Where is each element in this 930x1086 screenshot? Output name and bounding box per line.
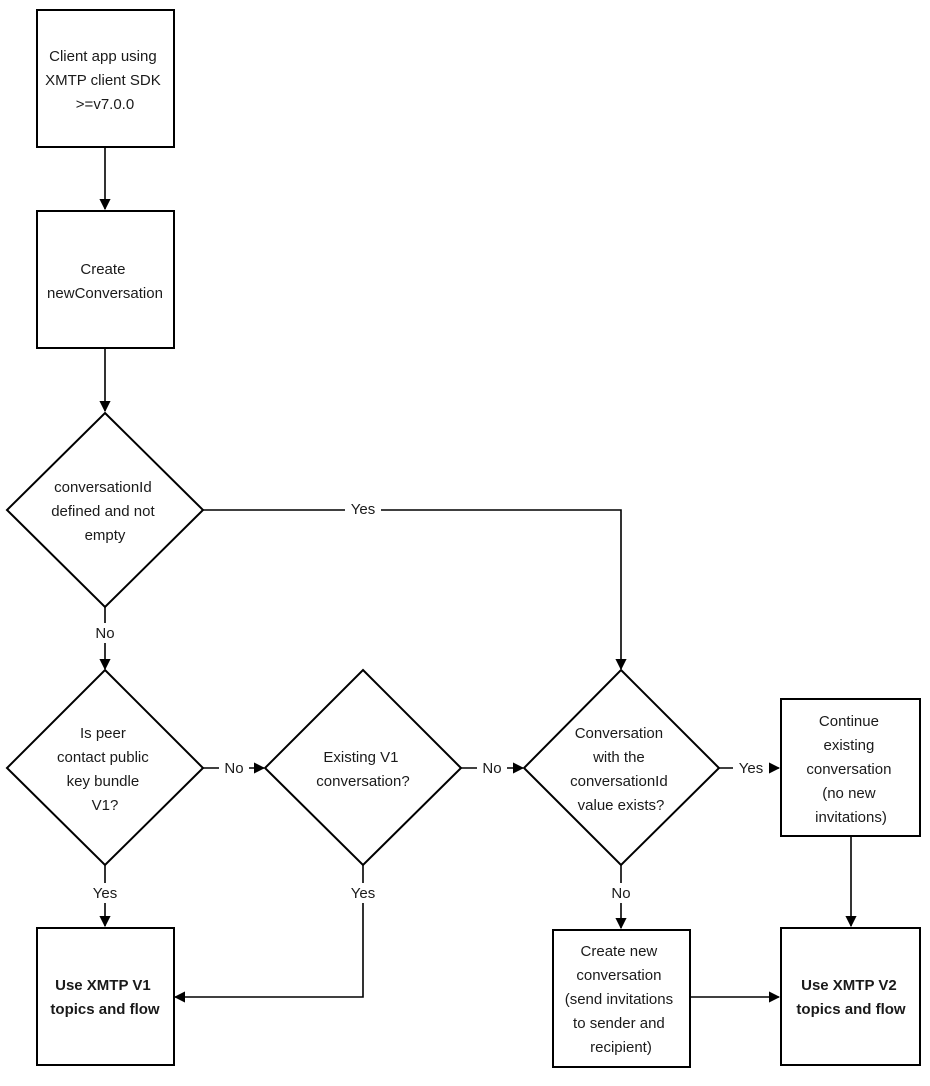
edges (99, 148, 857, 1003)
node-conversation-exists (522, 668, 721, 867)
nodes (5, 9, 921, 1068)
label-conversation-id-defined: conversationId defined and not empty (51, 479, 159, 544)
label-create-new-conversation: Create new conversation (send invitation… (565, 943, 678, 1056)
edge-label-no-peer: No (224, 760, 243, 777)
edge-labels: Yes No No No Yes Yes Yes No (87, 499, 769, 903)
node-client-app (36, 9, 175, 148)
label-conversation-exists: Conversation with the conversationId val… (570, 725, 672, 814)
label-peer-bundle-v1: Is peer contact public key bundle V1? (57, 725, 153, 814)
node-use-v2 (780, 927, 921, 1066)
edge-convid-yes-to-exists (203, 509, 627, 671)
node-conversation-id-defined (5, 411, 205, 609)
label-existing-v1: Existing V1 conversation? (316, 749, 409, 790)
edge-label-yes-peer: Yes (93, 885, 117, 902)
node-existing-v1 (263, 668, 463, 867)
label-use-v1: Use XMTP V1 topics and flow (50, 977, 160, 1018)
node-create-conversation (36, 210, 175, 349)
node-labels: Client app using XMTP client SDK >=v7.0.… (45, 48, 906, 1056)
edge-label-no-exists: No (611, 885, 630, 902)
node-continue-existing (780, 698, 921, 837)
label-client-app: Client app using XMTP client SDK >=v7.0.… (45, 48, 165, 113)
node-peer-bundle-v1 (5, 668, 205, 867)
label-use-v2: Use XMTP V2 topics and flow (796, 977, 906, 1018)
edge-label-yes-existingv1: Yes (351, 885, 375, 902)
edge-label-yes-exists: Yes (739, 760, 763, 777)
label-continue-existing: Continue existing conversation (no new i… (806, 713, 895, 826)
label-create-conversation: Create newConversation (47, 261, 163, 302)
node-use-v1 (36, 927, 175, 1066)
edge-label-no-convid: No (95, 625, 114, 642)
edge-label-yes-convid: Yes (351, 501, 375, 518)
node-create-new-conversation (552, 929, 691, 1068)
edge-label-no-existingv1: No (482, 760, 501, 777)
edge-existingv1-yes-to-v1 (173, 865, 364, 1003)
